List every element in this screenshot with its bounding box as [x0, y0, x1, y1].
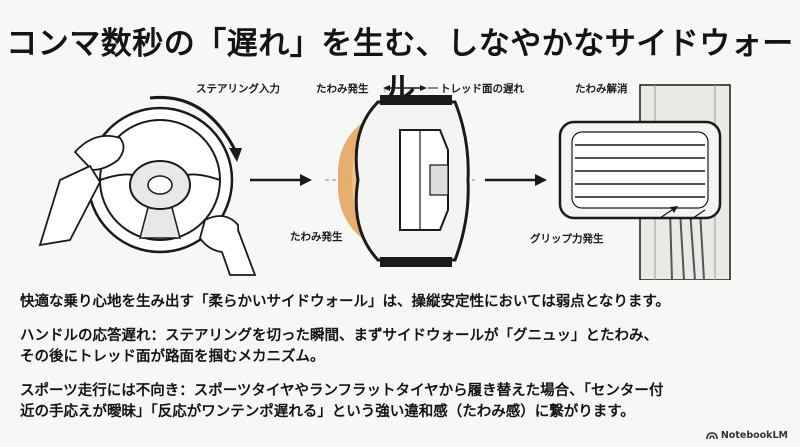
tire-response-diagram: ステアリング入力 たわみ発生 トレッド面の遅れ たわみ発生	[38, 82, 731, 280]
footer-brand: NotebookLM	[706, 430, 788, 441]
tire-cross-section-illustration	[325, 85, 475, 267]
flex-occurs-bottom-label: たわみ発生	[290, 230, 343, 243]
response-delay-line-2: その後にトレッド面が路面を掴むメカニズム。	[20, 349, 325, 365]
response-delay-paragraph: ハンドルの応答遅れ：ステアリングを切った瞬間、まずサイドウォールが「グニュッ」と…	[20, 326, 790, 368]
intro-text: 快適な乗り心地を生み出す「柔らかいサイドウォール」は、操縦安定性においては弱点と…	[20, 294, 670, 310]
flow-arrow-1	[250, 174, 312, 186]
flex-occurs-top-label: たわみ発生	[316, 82, 369, 95]
response-delay-line-1: ハンドルの応答遅れ：ステアリングを切った瞬間、まずサイドウォールが「グニュッ」と…	[20, 328, 658, 344]
sports-driving-paragraph: スポーツ走行には不向き：スポーツタイヤやランフラットタイヤから履き替えた場合、「…	[20, 381, 790, 423]
flow-arrow-2	[485, 174, 547, 186]
page-title: コンマ数秒の「遅れ」を生む、しなやかなサイドウォール	[6, 26, 794, 107]
notebooklm-logo-icon	[706, 432, 718, 440]
steering-input-label: ステアリング入力	[196, 82, 280, 95]
brand-name: NotebookLM	[720, 430, 788, 441]
grip-force-label: グリップ力発生	[530, 232, 604, 245]
flex-resolved-label: たわみ解消	[575, 82, 628, 95]
tread-delay-label: トレッド面の遅れ	[440, 83, 524, 95]
sports-driving-line-2: 近の手応えが曖昧」「反応がワンテンポ遅れる」という強い違和感（たわみ感）に繋がり…	[20, 404, 635, 420]
intro-paragraph: 快適な乗り心地を生み出す「柔らかいサイドウォール」は、操縦安定性においては弱点と…	[20, 292, 790, 313]
sports-driving-line-1: スポーツ走行には不向き：スポーツタイヤやランフラットタイヤから履き替えた場合、「…	[20, 383, 664, 399]
steering-wheel-illustration	[38, 95, 257, 276]
tire-grip-illustration	[558, 84, 731, 280]
